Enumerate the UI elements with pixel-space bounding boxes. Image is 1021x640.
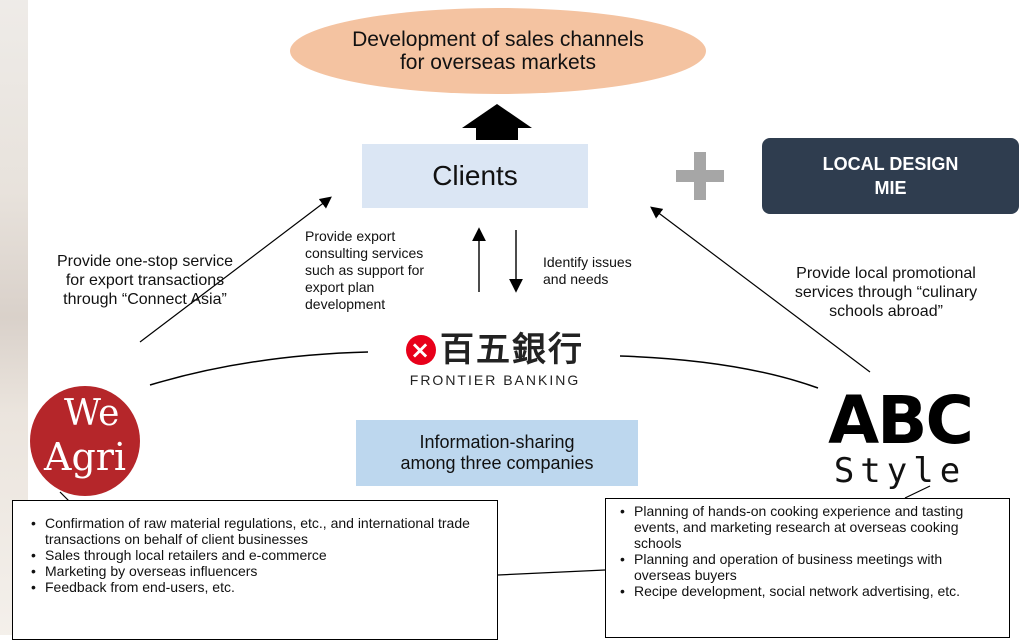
- weagri-logo-line2: Agri: [44, 435, 127, 479]
- bank-name-kanji: 百五銀行: [440, 330, 584, 370]
- curve-weagri-bank: [149, 351, 369, 386]
- line-abc-box: [904, 485, 931, 499]
- goal-text: Development of sales channels for overse…: [352, 28, 644, 74]
- bank-need-label: Identify issues and needs: [543, 254, 632, 287]
- list-item: Planning and operation of business meeti…: [620, 551, 1001, 583]
- curve-bank-abc: [619, 355, 819, 389]
- clients-box: Clients: [362, 144, 588, 208]
- info-sharing-label: Information-sharing among three companie…: [400, 432, 594, 473]
- list-item: Feedback from end-users, etc.: [31, 579, 487, 595]
- bank-mark-icon: ×: [406, 335, 436, 365]
- weagri-logo-line1: We: [64, 393, 120, 434]
- line-between-boxes: [497, 569, 606, 576]
- bank-service-label: Provide export consulting services such …: [305, 228, 425, 312]
- abc-logo-main: ABC: [828, 382, 974, 459]
- info-sharing-box: Information-sharing among three companie…: [356, 420, 638, 486]
- clients-label: Clients: [432, 160, 518, 191]
- right-service-label: Provide local promotional services throu…: [794, 265, 978, 320]
- abc-logo-script: Style: [833, 451, 967, 491]
- abc-style-services-box: Planning of hands-on cooking experience …: [605, 498, 1010, 638]
- arrow-weagri-clients: [139, 196, 332, 343]
- up-arrow-to-goal: [462, 104, 532, 140]
- list-item: Sales through local retailers and e-comm…: [31, 547, 487, 563]
- list-item: Confirmation of raw material regulations…: [31, 515, 487, 547]
- plus-icon: [676, 152, 724, 200]
- list-item: Recipe development, social network adver…: [620, 583, 1001, 599]
- local-design-mie-box: LOCAL DESIGN MIE: [762, 138, 1019, 214]
- abc-style-logo: ABC Style: [800, 382, 1000, 491]
- hyakugo-bank-logo: ×百五銀行 FRONTIER BANKING: [370, 330, 620, 400]
- local-design-mie-label: LOCAL DESIGN MIE: [822, 154, 959, 198]
- weagri-services-box: Confirmation of raw material regulations…: [12, 500, 498, 640]
- list-item: Marketing by overseas influencers: [31, 563, 487, 579]
- left-service-label: Provide one-stop service for export tran…: [56, 253, 234, 308]
- bank-tagline: FRONTIER BANKING: [409, 372, 581, 388]
- goal-ellipse: Development of sales channels for overse…: [290, 8, 706, 94]
- weagri-logo: We Agri: [30, 386, 140, 496]
- list-item: Planning of hands-on cooking experience …: [620, 503, 1001, 551]
- arrow-abc-clients: [650, 206, 871, 373]
